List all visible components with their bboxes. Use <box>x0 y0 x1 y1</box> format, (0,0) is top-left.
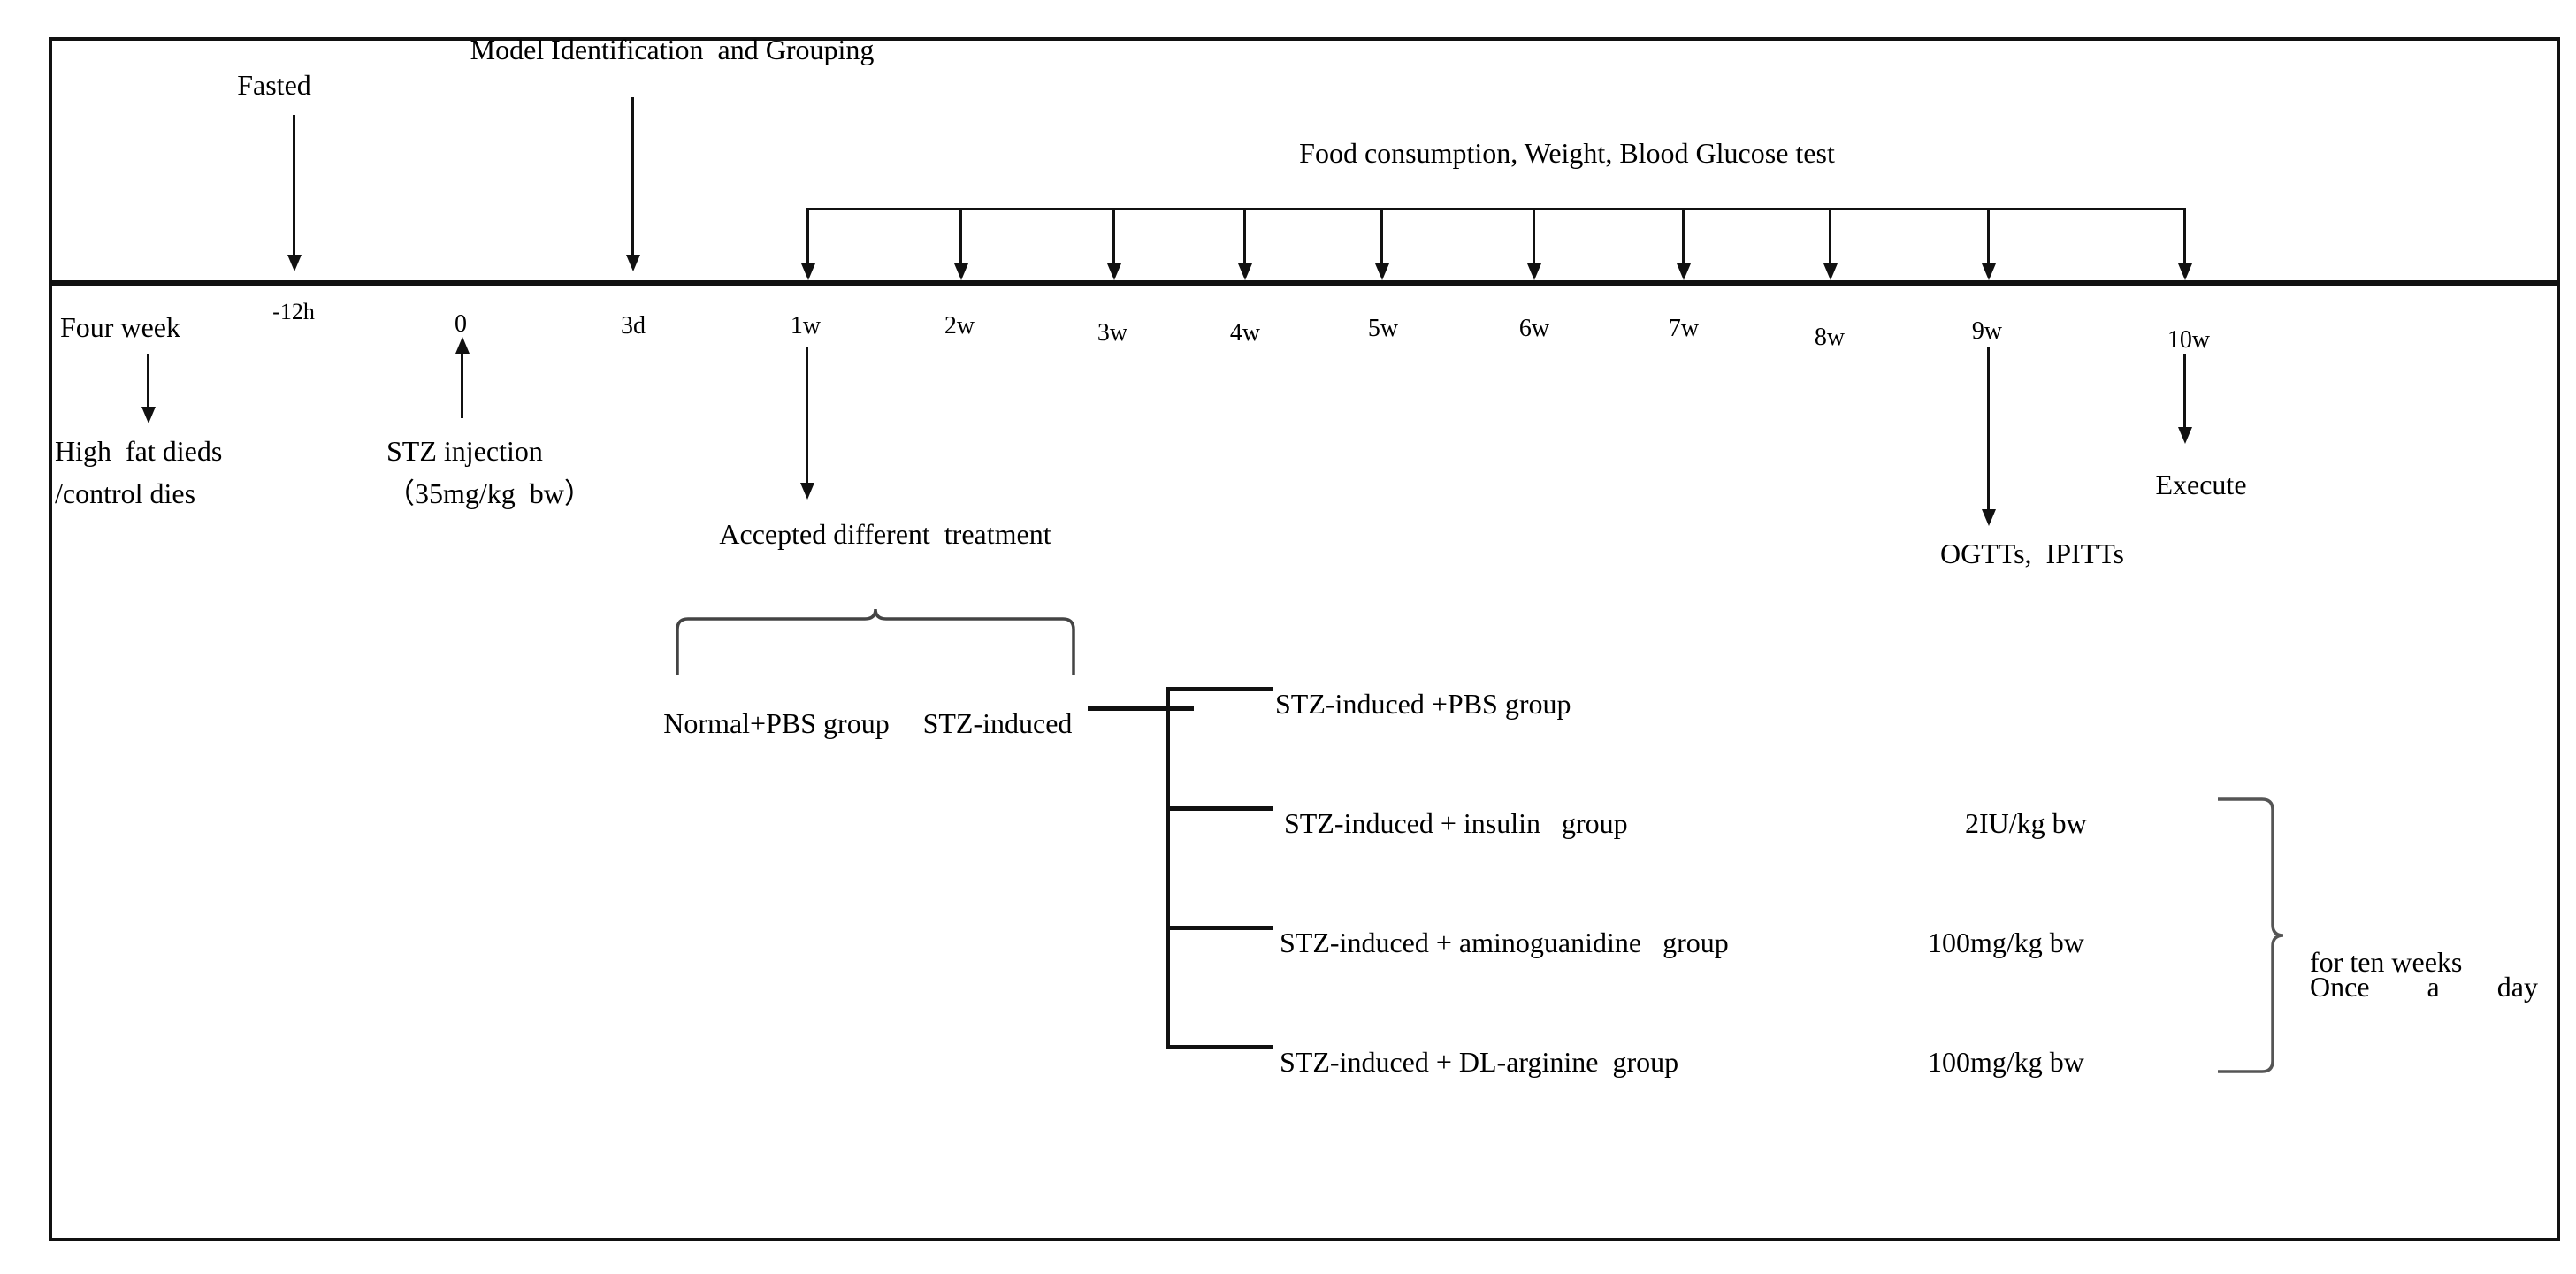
diagram-border <box>49 37 2560 1241</box>
branch-dose-3: 100mg/kg bw <box>1928 927 2084 958</box>
execute-arrow <box>2183 354 2186 429</box>
branch-label-3: STZ-induced + aminoguanidine group <box>1280 927 1729 958</box>
measurement-arrow-8w <box>1829 210 1831 265</box>
stz-injection-arrow <box>461 352 463 418</box>
treatment-label: Accepted different treatment <box>719 518 1051 550</box>
branch-line-1 <box>1166 687 1273 691</box>
execute-label: Execute <box>2155 469 2247 500</box>
treatment-arrow <box>806 347 808 484</box>
diet-label-line1: High fat dieds <box>55 435 223 467</box>
branch-connector <box>1088 706 1194 711</box>
measurement-arrow-6w <box>1533 210 1535 265</box>
tick-label-10w: 10w <box>2167 326 2211 354</box>
ogtt-arrow <box>1987 347 1990 511</box>
stz-injection-label-line1: STZ injection <box>386 435 543 467</box>
stz-injection-label-line2: （35mg/kg bw） <box>386 477 592 509</box>
fasted-arrow <box>293 115 295 256</box>
normal-pbs-group-label: Normal+PBS group <box>663 707 890 739</box>
tick-label-8w: 8w <box>1814 324 1846 351</box>
branch-label-4: STZ-induced + DL-arginine group <box>1280 1046 1679 1078</box>
fasted-label: Fasted <box>237 69 311 101</box>
measurement-arrow-7w <box>1682 210 1685 265</box>
tick-label-1w: 1w <box>790 312 822 339</box>
diet-label-line2: /control dies <box>55 477 196 509</box>
frequency-brace <box>2218 797 2284 1073</box>
model-identification-label: Model Identification and Grouping <box>470 34 875 65</box>
branch-label-2: STZ-induced + insulin group <box>1284 807 1628 839</box>
timeline-pre-label: Four week <box>60 311 180 343</box>
branch-dose-2: 2IU/kg bw <box>1965 807 2087 839</box>
tick-label-7w: 7w <box>1668 315 1700 342</box>
branch-line-4 <box>1166 1045 1273 1049</box>
diet-arrow <box>147 354 149 408</box>
tick-label-2w: 2w <box>944 312 975 339</box>
branch-line-3 <box>1166 926 1273 930</box>
measurement-arrow-2w <box>959 210 962 265</box>
timeline-axis <box>52 280 2560 286</box>
tick-label-6w: 6w <box>1518 315 1550 342</box>
tick-label-5w: 5w <box>1367 315 1399 342</box>
measurement-label: Food consumption, Weight, Blood Glucose … <box>1299 137 1835 169</box>
model-identification-arrow <box>631 97 634 256</box>
branch-line-2 <box>1166 806 1273 811</box>
tick-label-9w: 9w <box>1971 317 2003 345</box>
measurement-arrow-1w <box>806 210 809 265</box>
grouping-brace <box>676 608 1075 675</box>
frequency-label-line2: for ten weeks <box>2310 946 2463 978</box>
tick-label-0: 0 <box>455 310 467 338</box>
tick-label-4w: 4w <box>1229 319 1261 347</box>
measurement-rail <box>806 208 2186 210</box>
ogtt-label: OGTTs, IPITTs <box>1940 538 2124 569</box>
measurement-arrow-4w <box>1243 210 1246 265</box>
measurement-arrow-5w <box>1380 210 1383 265</box>
measurement-arrow-3w <box>1112 210 1115 265</box>
tick-label-3w: 3w <box>1097 319 1128 347</box>
tick-label-minus12h: -12h <box>272 299 315 324</box>
measurement-arrow-10w <box>2183 210 2186 265</box>
branch-dose-4: 100mg/kg bw <box>1928 1046 2084 1078</box>
tick-label-3d: 3d <box>621 312 646 339</box>
frequency-label-line1: Once a day <box>2310 970 2538 1003</box>
measurement-arrow-9w <box>1987 210 1990 265</box>
branch-trunk <box>1166 687 1170 1048</box>
branch-label-1: STZ-induced +PBS group <box>1275 688 1571 720</box>
stz-induced-group-label: STZ-induced <box>922 707 1073 739</box>
